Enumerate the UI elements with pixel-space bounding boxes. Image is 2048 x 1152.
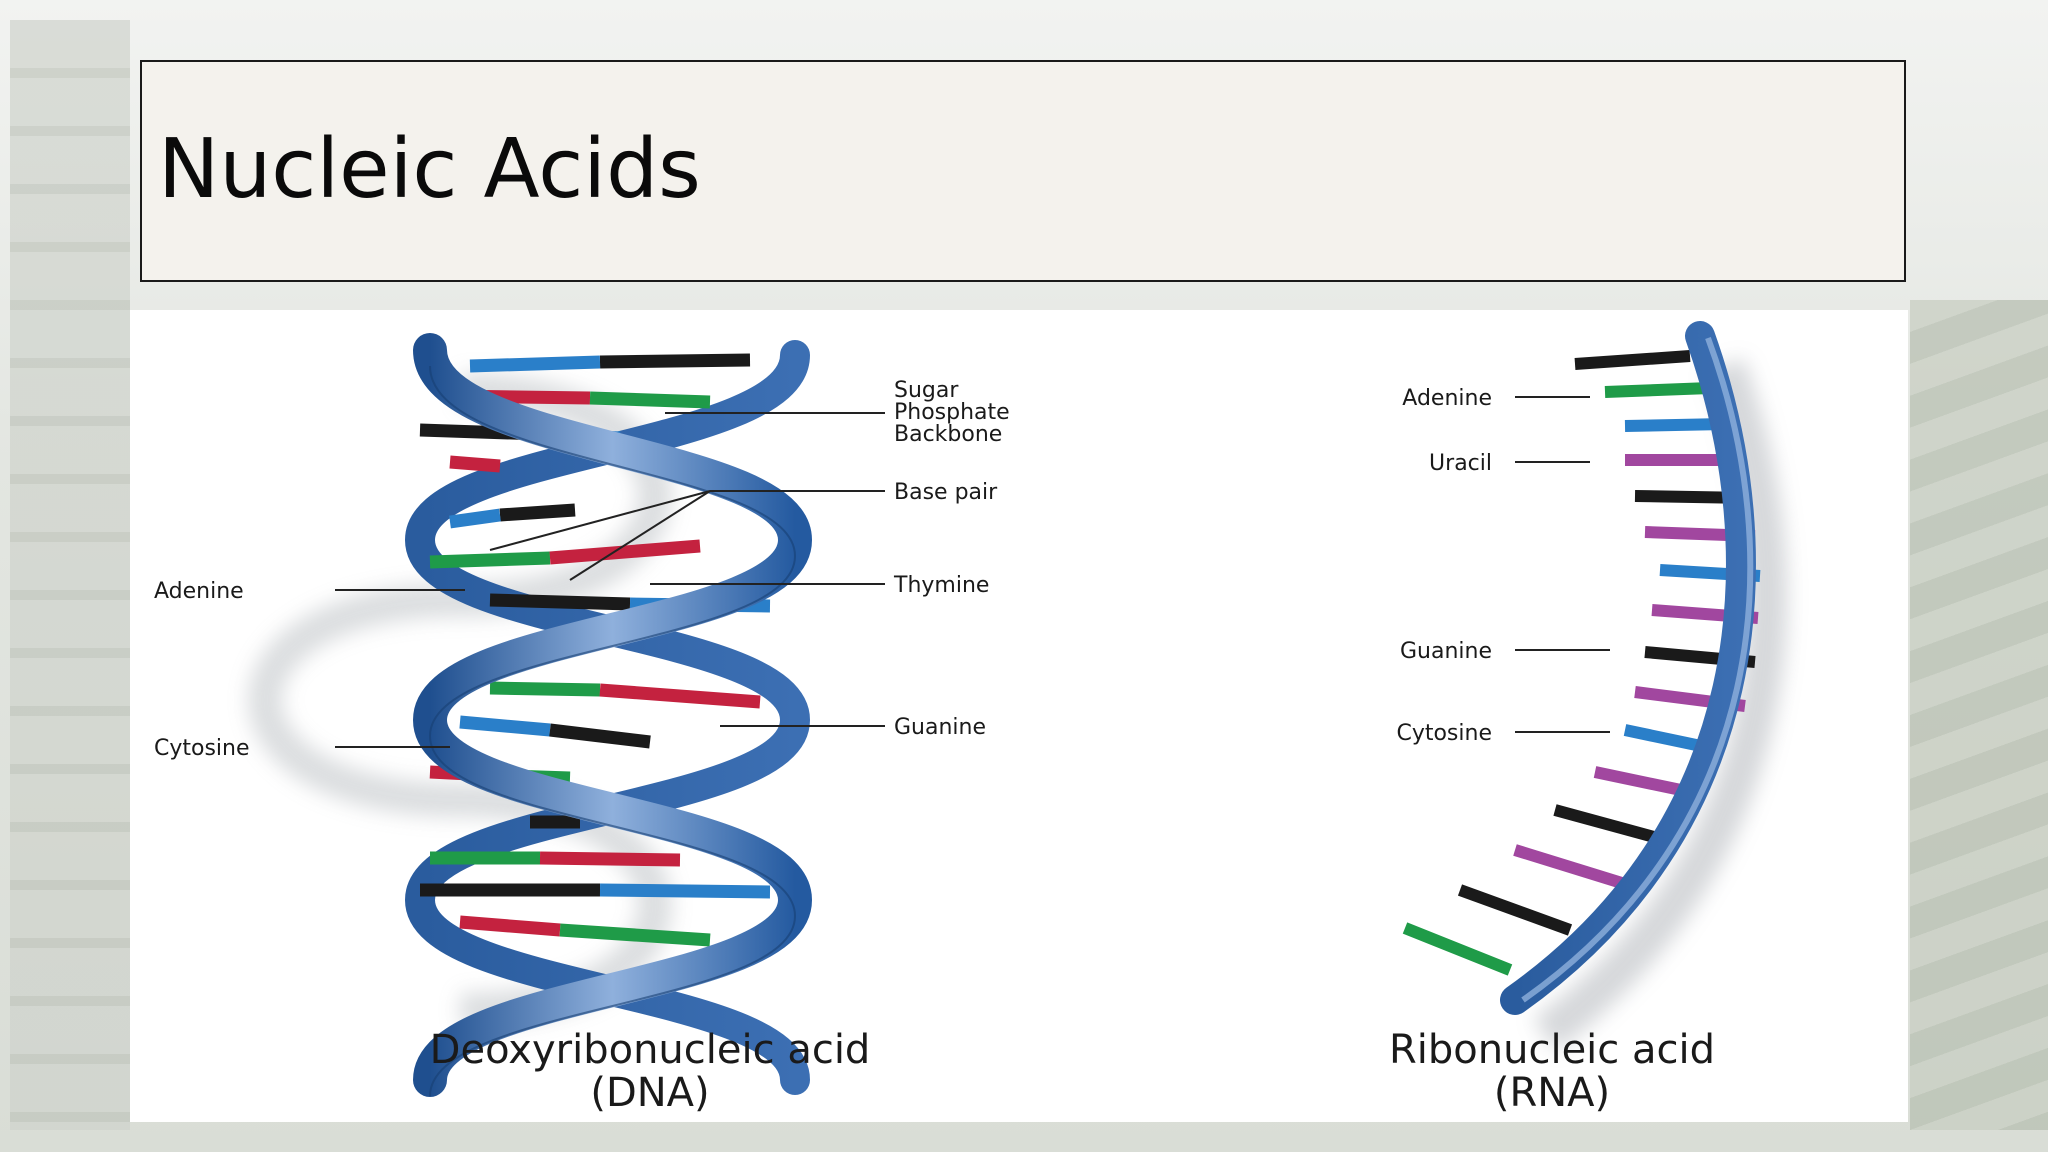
label-cytosine: Cytosine	[154, 736, 250, 761]
base-cytosine	[599, 683, 761, 709]
label-phosphate: Phosphate	[894, 400, 1010, 425]
base-guanine	[429, 551, 551, 569]
rna-label-uracil: Uracil	[1429, 451, 1492, 476]
nucleic-acid-diagram: Sugar Phosphate Backbone Base pair Thymi…	[154, 321, 1788, 1116]
label-guanine: Guanine	[894, 715, 986, 740]
dna-backbone-front	[412, 333, 813, 1097]
rna-backbone	[1500, 321, 1756, 1015]
base-adenine	[599, 353, 751, 369]
base-thymine	[599, 883, 771, 899]
label-adenine: Adenine	[154, 579, 244, 604]
base-guanine	[489, 681, 601, 697]
rna-leader-lines	[1515, 396, 1610, 733]
label-thymine: Thymine	[893, 573, 989, 598]
base-adenine	[489, 593, 631, 611]
rna-base-thymine	[1624, 418, 1726, 432]
rna-base-adenine	[1574, 350, 1691, 370]
background-building	[10, 20, 130, 1130]
base-thymine	[459, 715, 551, 737]
base-adenine	[499, 503, 576, 522]
rna-base-uracil	[1513, 844, 1627, 890]
rna-label-guanine: Guanine	[1400, 639, 1492, 664]
rna-base-guanine	[1604, 382, 1711, 398]
base-cytosine	[459, 915, 561, 937]
rna-label-cytosine: Cytosine	[1396, 721, 1492, 746]
label-base-pair: Base pair	[894, 480, 998, 505]
rna-caption-name: Ribonucleic acid	[1389, 1027, 1715, 1073]
rna-caption-abbr: (RNA)	[1494, 1070, 1610, 1116]
dna-leader-lines	[335, 412, 885, 748]
rna-base-guanine	[1402, 922, 1513, 976]
dna-caption-abbr: (DNA)	[590, 1070, 709, 1116]
background-trees	[1910, 300, 2048, 1130]
base-thymine	[449, 508, 501, 529]
base-cytosine	[549, 539, 701, 565]
base-cytosine	[449, 455, 501, 473]
base-guanine	[559, 923, 711, 947]
rna-bases	[1402, 350, 1761, 976]
slide-title: Nucleic Acids	[158, 122, 701, 217]
base-cytosine	[539, 851, 681, 867]
base-guanine	[589, 391, 711, 409]
rna-base-adenine	[1457, 884, 1573, 936]
label-backbone: Backbone	[894, 422, 1002, 447]
dna-helix	[248, 333, 813, 1097]
rna-strand	[1402, 321, 1788, 1051]
title-box: Nucleic Acids	[140, 60, 1906, 282]
label-sugar: Sugar	[894, 378, 959, 403]
dna-caption-name: Deoxyribonucleic acid	[430, 1027, 871, 1073]
base-adenine	[549, 723, 651, 749]
dna-backbone-back	[404, 340, 811, 1095]
rna-base-adenine	[1553, 804, 1667, 846]
rna-label-adenine: Adenine	[1402, 386, 1492, 411]
diagram-panel: Sugar Phosphate Backbone Base pair Thymi…	[130, 310, 1908, 1122]
base-thymine	[469, 355, 601, 373]
